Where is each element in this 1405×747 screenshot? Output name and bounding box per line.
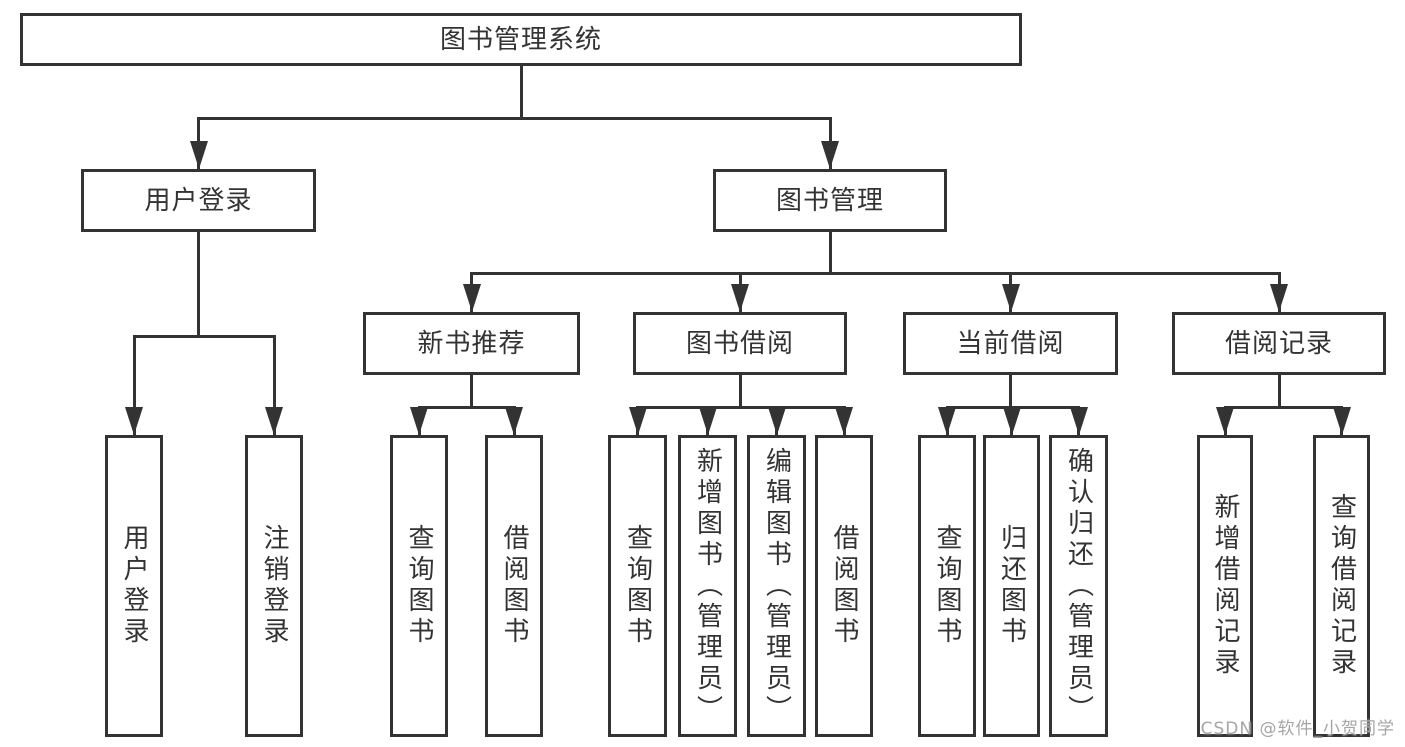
node-return-books: 归还图书 (983, 435, 1040, 737)
node-edit-books-admin: 编辑图书（管理员） (747, 435, 806, 737)
arrow-down-icon (767, 407, 786, 435)
connector-drop (132, 335, 136, 435)
node-book-management: 图书管理 (713, 169, 947, 232)
node-label: 编辑图书（管理员） (761, 446, 792, 726)
connector-bar (636, 406, 846, 409)
arrow-down-icon (265, 407, 283, 435)
node-query-books-borrow: 查询图书 (608, 435, 667, 737)
arrow-down-icon (1270, 284, 1288, 312)
node-borrow-books-newrec: 借阅图书 (485, 435, 543, 737)
connector-stub (738, 375, 742, 409)
node-query-borrow-record: 查询借阅记录 (1313, 435, 1370, 737)
connector-stub (470, 375, 473, 409)
node-logout-action: 注销登录 (245, 435, 303, 737)
node-label: 查询图书 (932, 524, 962, 648)
node-label: 新增图书（管理员） (692, 446, 723, 726)
node-query-books-newrec: 查询图书 (390, 435, 448, 737)
arrow-down-icon (731, 284, 749, 312)
node-label: 借阅图书 (829, 524, 859, 648)
arrow-down-icon (1216, 407, 1234, 435)
node-add-books-admin: 新增图书（管理员） (678, 435, 737, 737)
connector-stub (828, 232, 832, 275)
arrow-down-icon (1002, 407, 1021, 435)
arrow-down-icon (628, 407, 647, 435)
node-label: 确认归还（管理员） (1063, 446, 1094, 726)
connector-bar (197, 117, 832, 120)
node-label: 图书管理 (775, 185, 884, 216)
arrow-down-icon (462, 284, 481, 312)
connector-bar (417, 406, 516, 409)
node-borrow-books: 借阅图书 (815, 435, 873, 737)
node-query-books-current: 查询图书 (918, 435, 976, 737)
node-library-management-system: 图书管理系统 (20, 13, 1022, 66)
csdn-watermark: CSDN @软件_小贺同学 (1200, 719, 1395, 739)
node-user-login: 用户登录 (81, 169, 316, 232)
arrow-down-icon (821, 141, 839, 169)
arrow-down-icon (1001, 284, 1020, 312)
arrow-down-icon (505, 407, 523, 435)
arrow-down-icon (125, 407, 143, 435)
node-label: 当前借阅 (956, 328, 1065, 359)
node-book-borrowing: 图书借阅 (633, 312, 847, 375)
connector-stub (1009, 375, 1012, 409)
node-label: 注销登录 (259, 524, 289, 648)
connector-bar (1223, 406, 1343, 409)
node-label: 用户登录 (144, 185, 253, 216)
node-label: 图书借阅 (685, 328, 794, 359)
connector-stub (1277, 375, 1281, 409)
arrow-down-icon (189, 141, 208, 169)
node-label: 查询图书 (404, 524, 434, 648)
node-label: 归还图书 (996, 524, 1027, 648)
arrow-down-icon (835, 407, 853, 435)
node-label: 查询借阅记录 (1326, 493, 1357, 679)
node-confirm-return-admin: 确认归还（管理员） (1049, 435, 1108, 737)
node-user-login-action: 用户登录 (105, 435, 163, 737)
node-new-book-recommendation: 新书推荐 (363, 312, 580, 375)
connector-bar (132, 335, 276, 338)
node-current-borrowing: 当前借阅 (903, 312, 1118, 375)
node-label: 用户登录 (119, 524, 149, 648)
arrow-down-icon (938, 407, 956, 435)
connector-drop (272, 335, 276, 435)
node-label: 新增借阅记录 (1210, 493, 1240, 679)
node-label: 借阅图书 (499, 524, 529, 648)
node-borrowing-records: 借阅记录 (1172, 312, 1386, 375)
node-label: 新书推荐 (417, 328, 526, 359)
arrow-down-icon (1069, 407, 1088, 435)
node-label: 图书管理系统 (439, 24, 602, 55)
arrow-down-icon (410, 407, 428, 435)
connector-stub (519, 66, 523, 120)
arrow-down-icon (1332, 407, 1351, 435)
connector-bar (470, 272, 1281, 275)
connector-stub (197, 232, 200, 338)
node-label: 借阅记录 (1224, 328, 1333, 359)
node-add-borrow-record: 新增借阅记录 (1197, 435, 1253, 737)
node-label: 查询图书 (622, 524, 653, 648)
arrow-down-icon (698, 407, 717, 435)
